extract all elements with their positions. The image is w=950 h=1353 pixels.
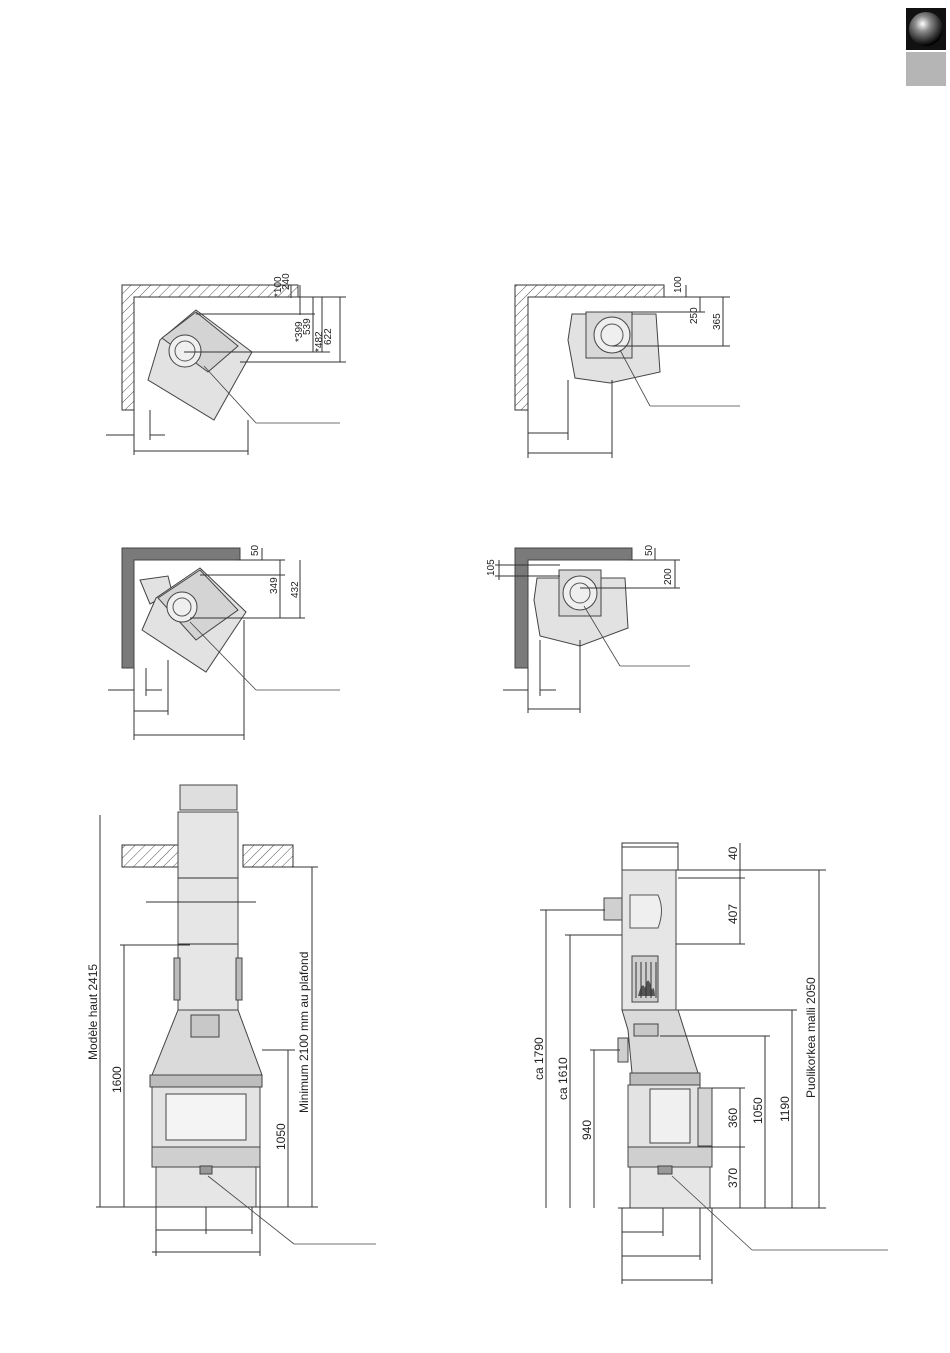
plan-wall-hatched: 100 250 365 <box>515 276 740 458</box>
air-inlet <box>200 1166 212 1174</box>
section-tab <box>906 8 946 86</box>
dim-label: 100 <box>673 276 684 293</box>
label-360: 360 <box>726 1108 740 1128</box>
label-940: 940 <box>580 1120 594 1140</box>
label-407: 407 <box>726 904 740 924</box>
plan-corner-hatched: *100 240 *399 539 *482 622 <box>106 273 346 455</box>
ceiling-hatch-left <box>122 845 178 867</box>
fire-door-glass <box>166 1094 246 1140</box>
side-door <box>650 1089 690 1143</box>
dim-label: 240 <box>281 273 292 290</box>
plan-corner-solid: 50 349 432 <box>108 544 340 740</box>
dim-label: 539 <box>302 318 313 335</box>
elevation-front: Modèle haut 2415 1600 Minimum 2100 mm au… <box>86 785 376 1256</box>
dim-label: 432 <box>290 581 301 598</box>
label-min-ceiling: Minimum 2100 mm au plafond <box>297 952 311 1113</box>
flue-clamp <box>174 958 180 1000</box>
label-puolikorkea: Puolikorkea malli 2050 <box>804 977 818 1098</box>
air-inlet <box>658 1166 672 1174</box>
side-hood <box>622 1010 698 1073</box>
dim-label: 105 <box>486 559 497 576</box>
dim-label: 622 <box>323 328 334 345</box>
side-upper-panel <box>630 895 662 928</box>
door-handle <box>698 1088 712 1146</box>
label-model-high: Modèle haut 2415 <box>86 964 100 1060</box>
dim-label: 250 <box>689 307 700 324</box>
flue-connector <box>604 898 622 920</box>
label-40: 40 <box>726 846 740 860</box>
side-band <box>630 1073 700 1085</box>
label-1050: 1050 <box>274 1123 288 1150</box>
flue-clamp <box>236 958 242 1000</box>
dim-label: 365 <box>712 313 723 330</box>
flue-circle <box>563 576 597 610</box>
label-1190: 1190 <box>778 1096 792 1122</box>
side-base-band <box>628 1147 712 1167</box>
label-ca1790: ca 1790 <box>532 1037 546 1080</box>
dim-label: 50 <box>644 544 655 556</box>
dim-label: 50 <box>250 544 261 556</box>
stove-base-band <box>152 1147 260 1167</box>
hood-plate <box>634 1024 658 1036</box>
stove-band <box>150 1075 262 1087</box>
plan-wall-solid: 105 50 200 <box>486 544 690 713</box>
sphere-icon <box>909 12 943 46</box>
tab-grey-block <box>906 52 946 86</box>
flue-pipe <box>178 812 238 1010</box>
elevation-side: ca 1790 ca 1610 940 40 407 360 370 1050 … <box>532 843 888 1284</box>
hood-plate <box>191 1015 219 1037</box>
label-370: 370 <box>726 1168 740 1188</box>
dim-label: 349 <box>269 577 280 594</box>
flue-circle <box>594 317 630 353</box>
flue-circle <box>169 335 201 367</box>
dim-label: 200 <box>663 568 674 585</box>
label-1050: 1050 <box>751 1097 765 1124</box>
label-ca1610: ca 1610 <box>556 1057 570 1100</box>
label-1600: 1600 <box>110 1066 124 1093</box>
ceiling-hatch-right <box>243 845 293 867</box>
flue-top <box>180 785 237 810</box>
